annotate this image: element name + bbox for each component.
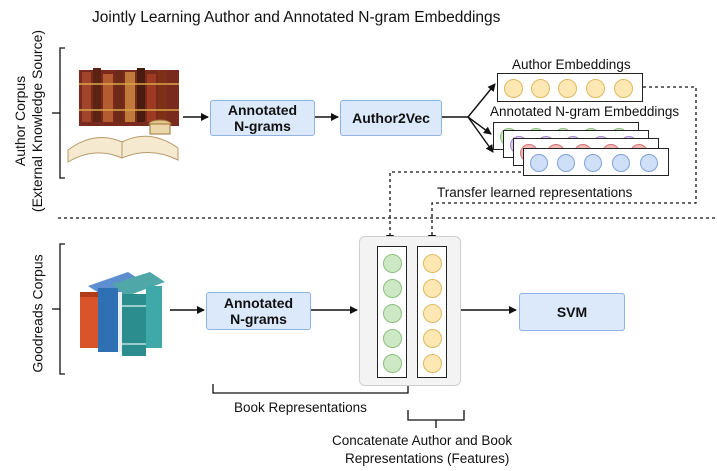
ngram-embeddings-label: Annotated N-gram Embeddings: [490, 104, 680, 119]
book-representations-label: Book Representations: [234, 400, 367, 415]
books-stack-icon: [80, 272, 165, 356]
author-corpus-bracket: [59, 47, 65, 179]
annotated-ngrams-box-top-label: Annotated N-grams: [227, 102, 298, 134]
embedding-node: [614, 79, 633, 98]
concatenate-label-line1: Concatenate Author and Book: [332, 433, 513, 448]
annotated-ngrams-box-bottom-label: Annotated N-grams: [223, 295, 294, 327]
author-embedding-vector: [497, 73, 643, 102]
transfer-author-arrow: [428, 86, 697, 243]
ngram-embedding-card-blue: [523, 148, 669, 176]
concatenation-panel: [359, 236, 461, 386]
concatenate-label-line2: Representations (Features): [345, 451, 510, 466]
author2vec-box-label: Author2Vec: [352, 110, 430, 126]
transfer-label: Transfer learned representations: [437, 185, 633, 200]
diagram-title: Jointly Learning Author and Annotated N-…: [92, 9, 501, 26]
library-books-icon: [67, 68, 179, 163]
annotated-ngrams-box-top: Annotated N-grams: [210, 100, 315, 136]
author-representation-vector: [417, 246, 447, 378]
svm-box-label: SVM: [556, 304, 588, 320]
author2vec-box: Author2Vec: [340, 100, 442, 136]
svm-box: SVM: [519, 293, 625, 331]
embedding-node: [531, 79, 550, 98]
embedding-node: [504, 79, 523, 98]
goodreads-corpus-bracket: [59, 243, 65, 375]
author-embeddings-label: Author Embeddings: [512, 57, 631, 72]
annotated-ngrams-box-bottom: Annotated N-grams: [206, 292, 311, 330]
book-representation-vector: [377, 246, 407, 378]
embedding-node: [558, 79, 577, 98]
embedding-node: [586, 79, 605, 98]
